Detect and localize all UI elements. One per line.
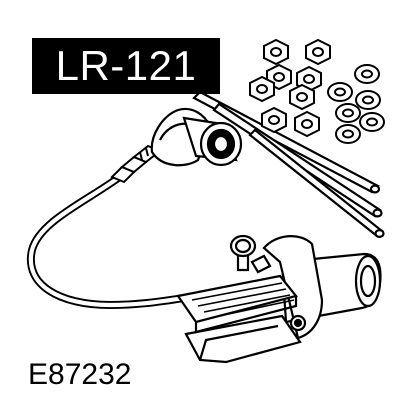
part-number-text: LR-121: [55, 42, 197, 89]
washer-1: [354, 64, 380, 84]
washer-5: [359, 112, 385, 132]
washer-3: [355, 90, 381, 110]
foot-pump: [176, 234, 382, 364]
washer-4: [335, 103, 361, 123]
rods-group: [192, 90, 385, 239]
nuts-group: [249, 38, 385, 144]
nut-7: [261, 106, 287, 134]
nut-5: [249, 75, 275, 103]
pump-support-arm: [262, 235, 324, 340]
ram-cylinder: [182, 116, 243, 167]
washer-2: [327, 82, 353, 102]
nut-1: [263, 38, 289, 66]
figure-reference-code: E87232: [28, 358, 132, 391]
nut-2: [305, 38, 331, 66]
part-number-label: LR-121: [32, 38, 220, 94]
nut-8: [294, 110, 320, 138]
nut-6: [289, 83, 315, 111]
pressure-gauge: [229, 234, 257, 272]
hydraulic-hose: [26, 169, 201, 310]
washer-6: [335, 124, 361, 144]
pump-base: [184, 314, 302, 364]
